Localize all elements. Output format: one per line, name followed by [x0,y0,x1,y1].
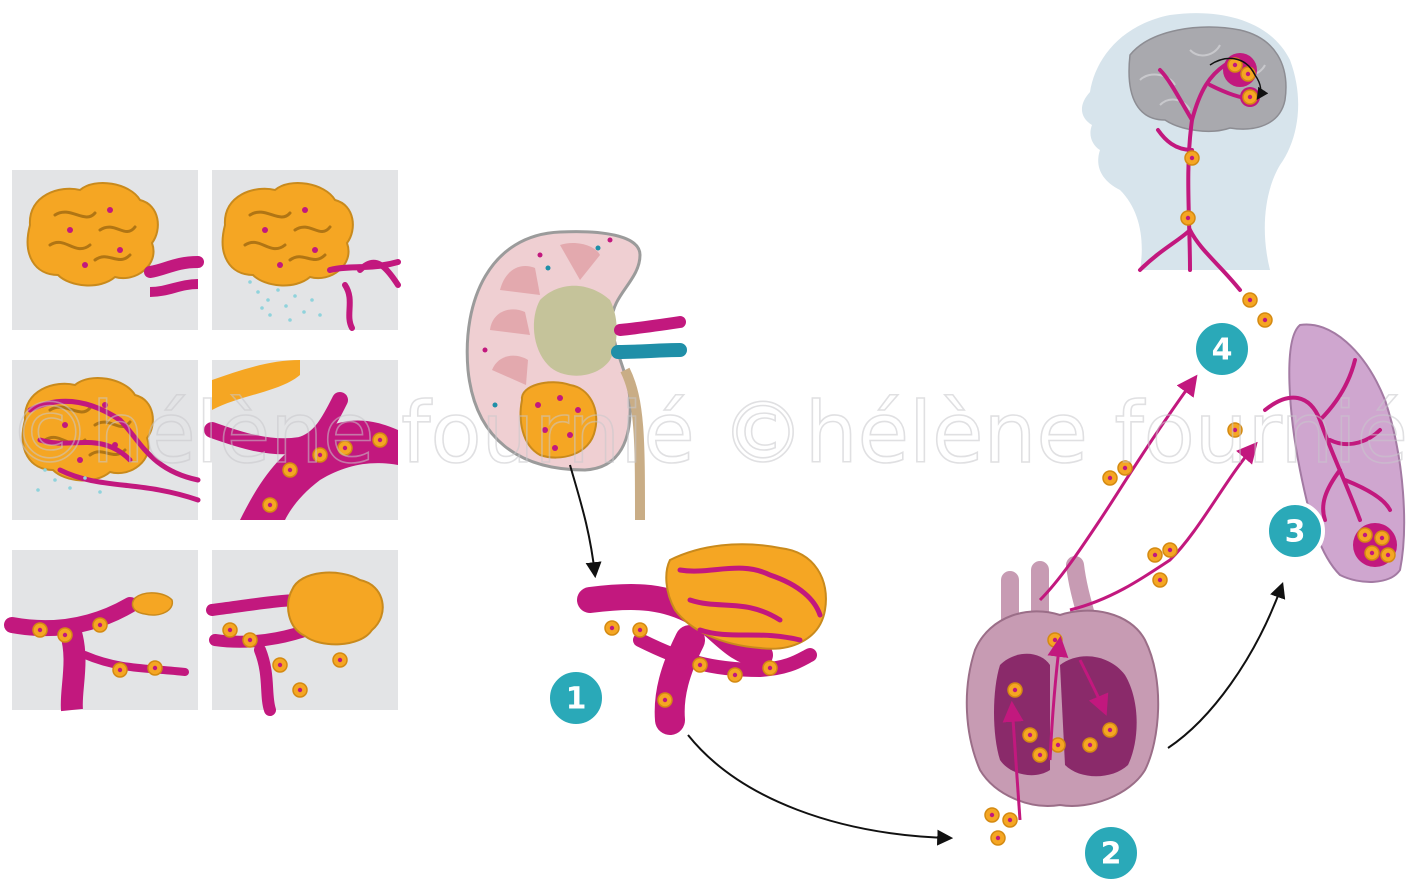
brain-metastasis [1209,53,1269,107]
lung-metastasis [1353,523,1397,567]
panel-colonization [206,550,398,716]
arrow-heart-to-lung [1069,441,1258,612]
panel-intravasation [204,360,398,520]
kidney-icon [465,230,687,521]
arrow-heart-to-step3 [1167,581,1286,749]
head-brain-icon [1081,13,1299,328]
arrow-heart-to-brain [1038,374,1198,602]
step-badge-3: 3 [1265,501,1325,561]
step-label-4: 4 [1212,333,1233,368]
step-label-3: 3 [1285,515,1306,550]
step-label-2: 2 [1101,837,1122,872]
heart-icon [965,556,1160,846]
arrow-step1-to-heart [687,734,954,846]
arrow-kidney-to-step1 [569,464,602,579]
step-badge-4: 4 [1192,319,1252,379]
step-label-1: 1 [566,682,587,717]
panel-tumor-initial [12,170,204,330]
watermark-text: ©hélène fournié ©hélène fournié [8,384,1408,482]
panel-grid [4,170,401,716]
kidney-tumor [519,381,598,459]
panel-vascularization [12,360,201,520]
angiogenesis-cluster [577,543,827,735]
step-badge-1: 1 [546,668,606,728]
panel-circulation [4,550,198,712]
panel-angiogenic-signal [212,170,401,331]
step-badge-2: 2 [1081,823,1141,883]
